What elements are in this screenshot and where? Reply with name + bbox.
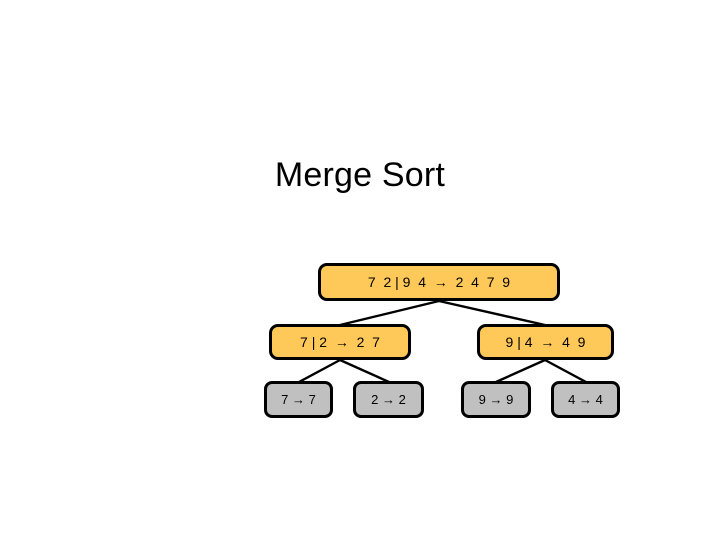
edge-left-to-leaf1 [298,358,341,384]
tree-node-right-merge[interactable]: 9 | 4 → 4 9 [477,324,614,360]
edge-right-to-leaf4 [544,358,587,384]
tree-node-left-merge[interactable]: 7 | 2 → 2 7 [269,324,411,360]
tree-node-leaf-3-label: 9 → 9 [478,392,514,407]
tree-node-root-label: 7 2 | 9 4 → 2 4 7 9 [367,274,511,290]
tree-node-leaf-1-label: 7 → 7 [281,392,316,407]
tree-node-left-merge-label: 7 | 2 → 2 7 [300,334,380,350]
tree-node-leaf-1[interactable]: 7 → 7 [264,381,333,418]
edge-root-to-left [339,299,440,327]
tree-node-root[interactable]: 7 2 | 9 4 → 2 4 7 9 [318,263,560,301]
page-title: Merge Sort [274,156,446,194]
tree-node-right-merge-label: 9 | 4 → 4 9 [505,334,586,350]
edge-left-to-leaf2 [339,358,390,384]
tree-node-leaf-4[interactable]: 4 → 4 [551,381,620,418]
edge-root-to-right [438,299,546,327]
tree-node-leaf-2[interactable]: 2 → 2 [353,381,424,418]
tree-node-leaf-2-label: 2 → 2 [371,392,406,407]
tree-node-leaf-3[interactable]: 9 → 9 [461,381,531,418]
tree-node-leaf-4-label: 4 → 4 [568,392,603,407]
edge-right-to-leaf3 [495,358,546,384]
